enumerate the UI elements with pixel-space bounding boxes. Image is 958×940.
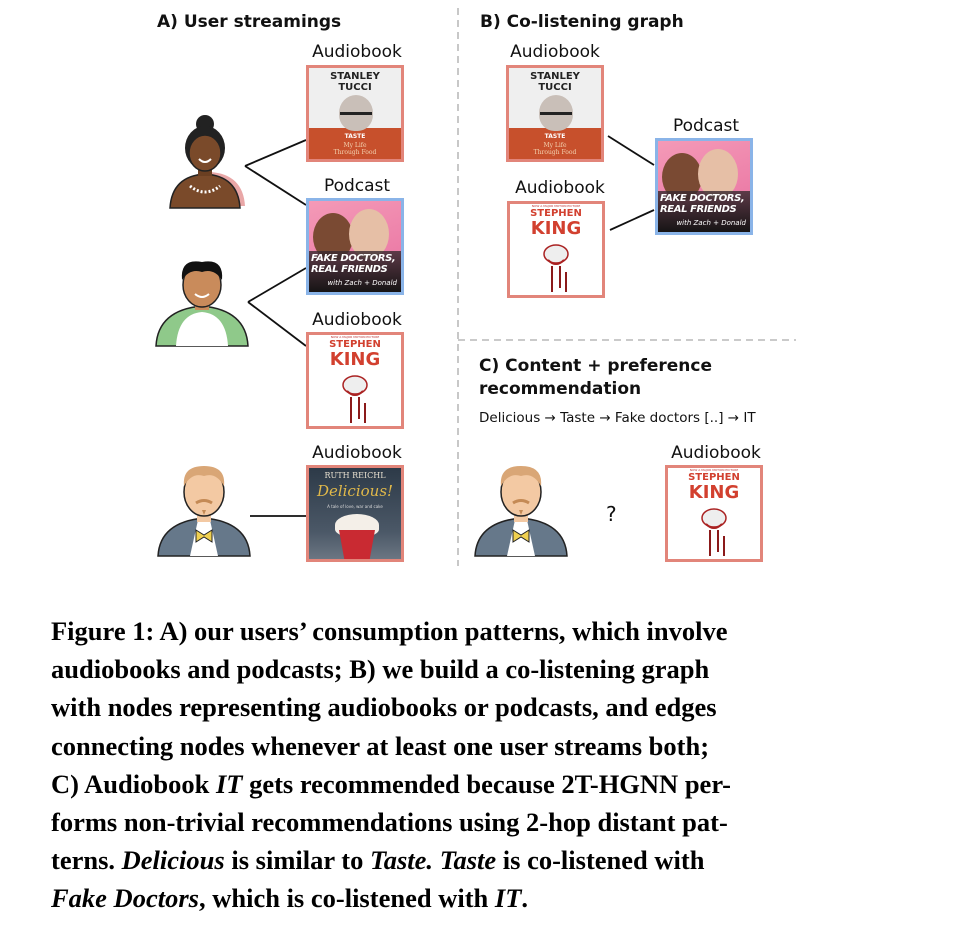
edge-it-podcast bbox=[609, 209, 655, 231]
caption-text: with nodes representing audiobooks or po… bbox=[51, 692, 717, 723]
recommendation-path: Delicious → Taste → Fake doctors [..] → … bbox=[479, 410, 756, 426]
panel-c-title-line: recommendation bbox=[479, 379, 642, 399]
panel-c-title: C) Content + preference recommendation bbox=[479, 355, 712, 401]
cover-author: KING bbox=[688, 482, 740, 503]
user-bowtie-man-icon bbox=[473, 464, 569, 558]
audiobook-cover-it: NOW A MAJOR MOTION PICTURE STEPHEN KING bbox=[306, 332, 404, 429]
caption-line: connecting nodes whenever at least one u… bbox=[51, 727, 731, 765]
figure-caption: Figure 1: A) our users’ consumption patt… bbox=[51, 612, 731, 918]
user-woman-icon bbox=[169, 115, 245, 209]
podcast-cover-podcast: FAKE DOCTORS,REAL FRIENDS with Zach + Do… bbox=[655, 138, 753, 235]
cover-subtitle: with Zach + Donald bbox=[676, 219, 746, 227]
caption-italic: Fake Doctors bbox=[51, 883, 199, 914]
question-mark: ? bbox=[606, 502, 617, 526]
caption-line: Figure 1: A) our users’ consumption patt… bbox=[51, 612, 731, 650]
caption-text bbox=[433, 845, 440, 875]
caption-text: forms non-trivial recommendations using … bbox=[51, 807, 728, 838]
user-bowtie-man-icon bbox=[157, 466, 251, 557]
label-audiobook: Audiobook bbox=[312, 42, 402, 62]
edges bbox=[244, 135, 655, 517]
label-audiobook: Audiobook bbox=[515, 178, 605, 198]
caption-text: gets recommended because 2T-HGNN per- bbox=[242, 768, 731, 799]
panel-c-title-line: C) Content + preference bbox=[479, 356, 713, 376]
caption-text: audiobooks and podcasts; B) we build a c… bbox=[51, 654, 710, 685]
audiobook-cover-it: NOW A MAJOR MOTION PICTURE STEPHEN KING bbox=[665, 465, 763, 562]
label-audiobook: Audiobook bbox=[312, 443, 402, 463]
label-audiobook: Audiobook bbox=[312, 310, 402, 330]
cover-title: FAKE DOCTORS,REAL FRIENDS bbox=[311, 253, 396, 275]
cover-author: STEPHEN bbox=[688, 472, 740, 483]
cover-tagline: NOW A MAJOR MOTION PICTURE bbox=[531, 204, 581, 208]
cover-author: STEPHEN bbox=[530, 208, 582, 219]
clown-art-icon bbox=[342, 375, 368, 423]
user-man-icon bbox=[155, 261, 249, 347]
caption-line: with nodes representing audiobooks or po… bbox=[51, 688, 731, 726]
cover-author: KING bbox=[329, 349, 381, 370]
caption-italic: Delicious bbox=[121, 845, 225, 876]
label-audiobook: Audiobook bbox=[510, 42, 600, 62]
label-podcast: Podcast bbox=[672, 116, 740, 136]
caption-line: C) Audiobook IT gets recommended because… bbox=[51, 765, 731, 803]
cover-author: KING bbox=[530, 218, 582, 239]
caption-line: Fake Doctors, which is co-listened with … bbox=[51, 879, 731, 917]
caption-italic: Taste. bbox=[369, 845, 434, 876]
caption-line: terns. Delicious is similar to Taste. Ta… bbox=[51, 841, 731, 879]
caption-text: C) Audiobook bbox=[51, 768, 216, 799]
caption-text: is similar to bbox=[224, 845, 370, 876]
caption-italic: Taste bbox=[439, 845, 497, 876]
panel-a-title: A) User streamings bbox=[157, 12, 342, 32]
cover-author: RUTH REICHL bbox=[324, 471, 386, 480]
edge-user1-podcast bbox=[244, 165, 307, 206]
cover-title: FAKE DOCTORS,REAL FRIENDS bbox=[660, 193, 745, 215]
caption-text: connecting nodes whenever at least one u… bbox=[51, 730, 710, 761]
edge-user2-it bbox=[247, 301, 307, 347]
cover-title: Delicious! bbox=[316, 482, 394, 500]
caption-text: is co-listened with bbox=[496, 845, 705, 876]
cover-title: TASTE bbox=[344, 133, 366, 140]
caption-line: forms non-trivial recommendations using … bbox=[51, 803, 731, 841]
podcast-cover-podcast: FAKE DOCTORS,REAL FRIENDS with Zach + Do… bbox=[306, 198, 404, 295]
audiobook-cover-it: NOW A MAJOR MOTION PICTURE STEPHEN KING bbox=[507, 201, 605, 298]
panel-b-title: B) Co-listening graph bbox=[480, 12, 684, 32]
clown-art-icon bbox=[701, 508, 727, 556]
edge-user1-taste bbox=[244, 139, 307, 167]
edge-user2-podcast bbox=[247, 267, 307, 303]
label-podcast: Podcast bbox=[323, 176, 391, 196]
cover-author: STEPHEN bbox=[329, 339, 381, 350]
cover-title: TASTE bbox=[544, 133, 566, 140]
audiobook-cover-delicious: RUTH REICHL Delicious! A tale of love, w… bbox=[306, 465, 404, 562]
label-audiobook: Audiobook bbox=[671, 443, 761, 463]
caption-text: terns. bbox=[51, 845, 122, 876]
figure-graphics bbox=[155, 8, 796, 566]
edge-taste-podcast bbox=[607, 135, 655, 166]
cover-tagline: NOW A MAJOR MOTION PICTURE bbox=[689, 468, 739, 472]
cover-subtitle: A tale of love, war and cake bbox=[327, 504, 383, 509]
caption-text: , which is co-listened with bbox=[198, 883, 495, 914]
caption-line: audiobooks and podcasts; B) we build a c… bbox=[51, 650, 731, 688]
caption-italic: IT bbox=[215, 768, 243, 799]
caption-text: . bbox=[521, 883, 529, 914]
caption-text: Figure 1: A) our users’ consumption patt… bbox=[51, 616, 728, 646]
caption-italic: IT bbox=[494, 883, 522, 914]
cover-subtitle: with Zach + Donald bbox=[327, 279, 397, 287]
clown-art-icon bbox=[543, 244, 569, 292]
cover-tagline: NOW A MAJOR MOTION PICTURE bbox=[330, 335, 380, 339]
